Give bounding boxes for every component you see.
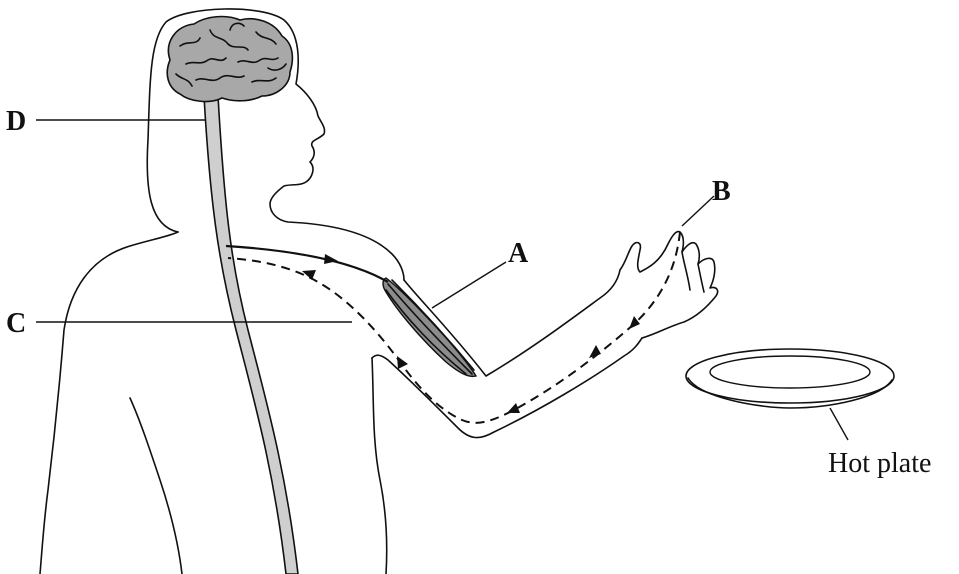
torso-side-outline: [372, 358, 387, 574]
muscle-effector: [383, 278, 476, 376]
label-hot-plate: Hot plate: [828, 448, 931, 479]
leader-line-hot-plate: [830, 408, 848, 440]
arm-lower-outline: [372, 338, 642, 438]
back-outline: [40, 232, 178, 574]
chest-outline: [130, 398, 182, 574]
sensory-arrow-5: [302, 270, 316, 280]
leader-line-a: [432, 262, 506, 308]
sensory-neurone: [228, 232, 680, 423]
sensory-arrow-1: [629, 316, 640, 329]
finger-lines: [682, 252, 704, 292]
label-c: C: [6, 308, 26, 339]
leader-line-b: [682, 196, 714, 226]
motor-neurone: [226, 246, 388, 282]
label-d: D: [6, 106, 26, 137]
hot-plate: [686, 349, 894, 408]
label-b: B: [712, 176, 731, 207]
arm-upper-outline: [404, 270, 620, 376]
sensory-arrow-4: [397, 356, 408, 369]
spinal-cord: [204, 96, 298, 574]
brain: [167, 17, 292, 102]
label-a: A: [508, 238, 529, 269]
